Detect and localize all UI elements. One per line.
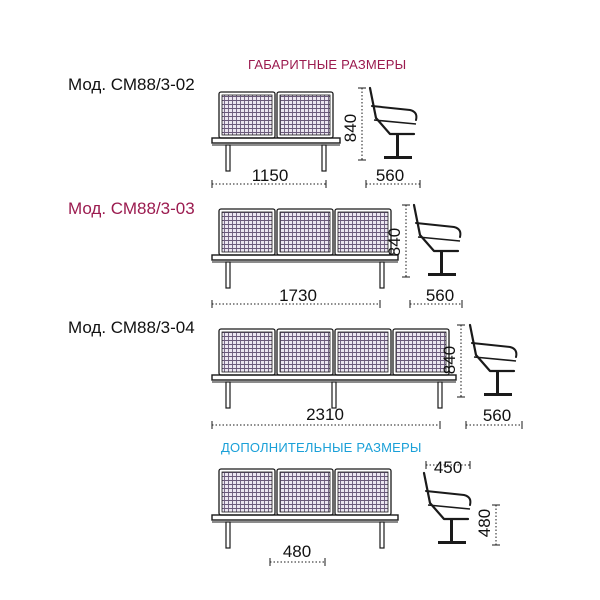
chair-side-view-m3: [412, 203, 462, 276]
bench-front-view-m4: [211, 328, 457, 409]
seat-frame: [392, 328, 450, 376]
dimension-lines: [211, 87, 523, 566]
header-main: ГАБАРИТНЫЕ РАЗМЕРЫ: [248, 57, 406, 72]
seat-frame: [218, 328, 276, 376]
chair-side-view-m4: [468, 323, 518, 396]
seat-frame: [334, 468, 392, 516]
bench-leg: [437, 381, 443, 409]
chair-foot: [428, 273, 456, 276]
width-dimension-m4: 2310: [306, 405, 344, 424]
bench-leg: [225, 261, 231, 289]
chair-seat: [373, 119, 417, 125]
width-dimension-m2: 1150: [252, 166, 289, 185]
seat-mesh: [395, 331, 447, 373]
chair-armrest: [425, 490, 472, 506]
chair-back: [412, 203, 460, 253]
seat-mesh: [279, 211, 331, 253]
seat-mesh: [337, 331, 389, 373]
seat-frame: [276, 328, 334, 376]
depth-dimension-m4: 560: [483, 406, 511, 425]
seat-mesh: [337, 211, 389, 253]
bench-front-view-m2: [211, 91, 341, 172]
chair-post: [440, 251, 443, 273]
chair-post: [396, 134, 399, 156]
seat-frame: [334, 328, 392, 376]
bench-front-view-extra: [211, 468, 399, 549]
bench-leg: [225, 381, 231, 409]
seat-mesh: [279, 471, 331, 513]
height-dimension-m4: 840: [440, 346, 459, 374]
seat-mesh: [221, 471, 273, 513]
chair-post: [496, 371, 499, 393]
model-label-m2: Мод. СМ88/3-02: [68, 75, 195, 94]
chair-seat: [427, 504, 471, 510]
seat-frame: [276, 468, 334, 516]
chair-armrest: [471, 342, 518, 358]
bench-plank: [211, 254, 399, 261]
seat-mesh: [221, 331, 273, 373]
seat-frame: [218, 208, 276, 256]
depth-dimension-m2: 560: [376, 166, 404, 185]
seat-frame: [218, 91, 276, 139]
header-extra: ДОПОЛНИТЕЛЬНЫЕ РАЗМЕРЫ: [221, 440, 422, 455]
bench-plank: [211, 514, 399, 521]
chair-seat: [473, 356, 517, 362]
seat-frame: [218, 468, 276, 516]
chair-foot: [384, 156, 412, 159]
seat-mesh: [221, 211, 273, 253]
chair-armrest: [371, 105, 418, 121]
seat-mesh: [279, 94, 331, 136]
chair-seat: [417, 236, 461, 242]
seat-frame: [276, 208, 334, 256]
chair-back: [422, 471, 470, 521]
model-label-m3: Мод. СМ88/3-03: [68, 199, 195, 218]
bench-leg: [225, 521, 231, 549]
seat-mesh: [337, 471, 389, 513]
seat-mesh: [279, 331, 331, 373]
chair-foot: [438, 541, 466, 544]
chair-armrest: [415, 222, 462, 238]
bench-leg: [379, 261, 385, 289]
seat-width-dimension: 480: [283, 542, 311, 561]
chair-side-view-m2: [368, 86, 418, 159]
bench-leg: [321, 144, 327, 172]
bench-plank: [211, 137, 341, 144]
bench-front-view-m3: [211, 208, 399, 289]
bench-leg: [225, 144, 231, 172]
bench-leg: [379, 521, 385, 549]
bench-leg: [331, 381, 337, 409]
chair-side-view-extra: [422, 471, 472, 544]
seat-depth-dimension: 450: [434, 458, 462, 477]
chair-foot: [484, 393, 512, 396]
seat-frame: [276, 91, 334, 139]
seat-height-dimension: 480: [475, 509, 494, 537]
chair-post: [450, 519, 453, 541]
depth-dimension-m3: 560: [426, 286, 454, 305]
height-dimension-m3: 840: [385, 228, 404, 256]
width-dimension-m3: 1730: [279, 286, 317, 305]
chair-back: [368, 86, 416, 136]
seat-mesh: [221, 94, 273, 136]
model-label-m4: Мод. СМ88/3-04: [68, 318, 195, 337]
height-dimension-m2: 840: [341, 114, 360, 142]
bench-plank: [211, 374, 457, 381]
seat-frame: [334, 208, 392, 256]
chair-back: [468, 323, 516, 373]
